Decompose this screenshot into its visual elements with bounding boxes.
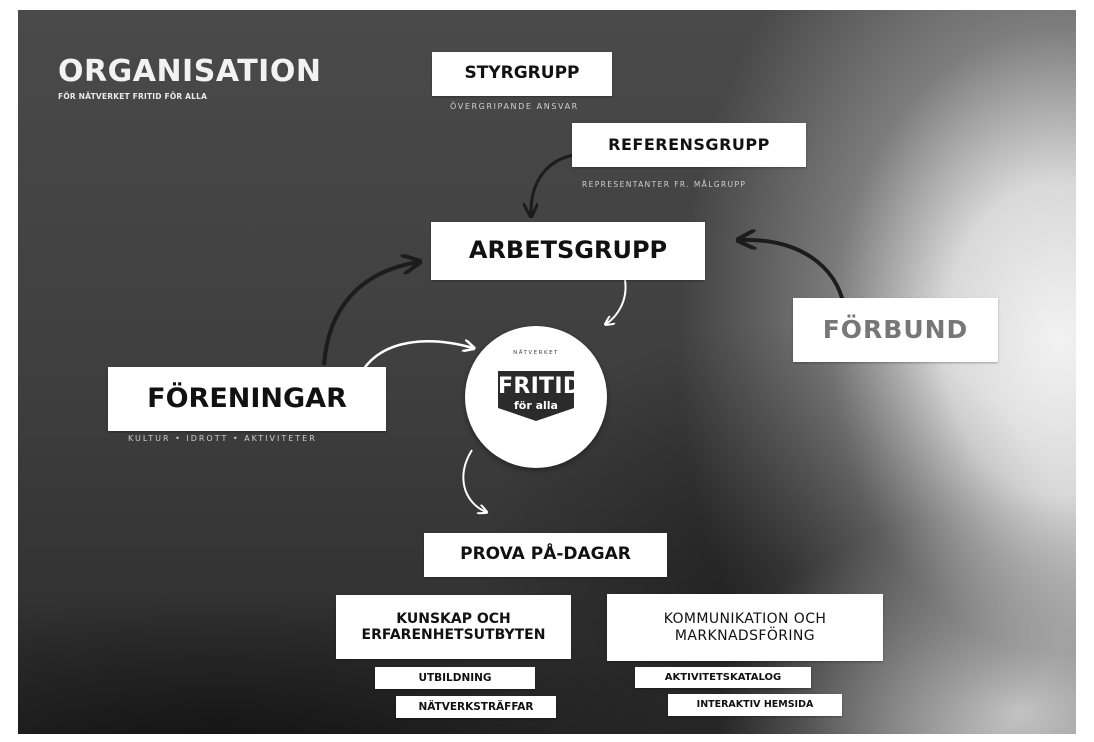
arrow-referensgrupp-to-arbetsgrupp (531, 153, 575, 215)
kunskap-line1: KUNSKAP OCH (396, 610, 511, 627)
logo-main-text: FRITID (498, 374, 582, 399)
referensgrupp-caption: REPRESENTANTER FR. MÅLGRUPP (582, 180, 747, 189)
kommunikation-box: KOMMUNIKATION OCH MARKNADSFÖRING (607, 594, 883, 661)
styrgrupp-caption: ÖVERGRIPANDE ANSVAR (450, 102, 579, 111)
referensgrupp-box: REFERENSGRUPP (572, 123, 806, 167)
forbund-box: FÖRBUND (793, 298, 998, 362)
kunskap-box: KUNSKAP OCH ERFARENHETSUTBYTEN (336, 595, 571, 659)
kommunikation-line2: MARKNADSFÖRING (674, 627, 816, 644)
natverkstraffar-tag: NÄTVERKSTRÄFFAR (396, 696, 556, 718)
interaktiv-hemsida-tag: INTERAKTIV HEMSIDA (668, 694, 842, 716)
arrow-forbund-to-arbetsgrupp (740, 240, 846, 307)
styrgrupp-box: STYRGRUPP (432, 52, 612, 96)
arrow-logo-to-prova (462, 449, 486, 512)
foreningar-box: FÖRENINGAR (108, 367, 386, 431)
logo-sub-text: för alla (514, 399, 558, 412)
arbetsgrupp-box: ARBETSGRUPP (431, 222, 705, 280)
page-title: ORGANISATION (58, 54, 322, 89)
kunskap-line2: ERFARENHETSUTBYTEN (361, 627, 546, 643)
utbildning-tag: UTBILDNING (375, 667, 535, 689)
arrow-foreningar-to-arbetsgrupp (322, 262, 418, 366)
foreningar-caption: KULTUR • IDROTT • AKTIVITETER (128, 434, 317, 443)
kommunikation-line1: KOMMUNIKATION OCH (663, 611, 827, 628)
fritid-for-alla-logo: NÄTVERKET FRITID för alla (465, 326, 607, 468)
diagram-frame: ORGANISATION FÖR NÄTVERKET FRITID FÖR AL… (18, 10, 1076, 734)
arrow-arbetsgrupp-to-logo (606, 279, 627, 324)
logo-banner: FRITID för alla (498, 371, 574, 421)
aktivitetskatalog-tag: AKTIVITETSKATALOG (635, 667, 811, 688)
logo-small-text: NÄTVERKET (513, 350, 559, 356)
arrow-foreningar-to-logo (361, 341, 473, 371)
page-subtitle: FÖR NÄTVERKET FRITID FÖR ALLA (58, 92, 208, 101)
connector-arrows (322, 153, 846, 734)
prova-pa-dagar-box: PROVA PÅ-DAGAR (424, 533, 667, 577)
